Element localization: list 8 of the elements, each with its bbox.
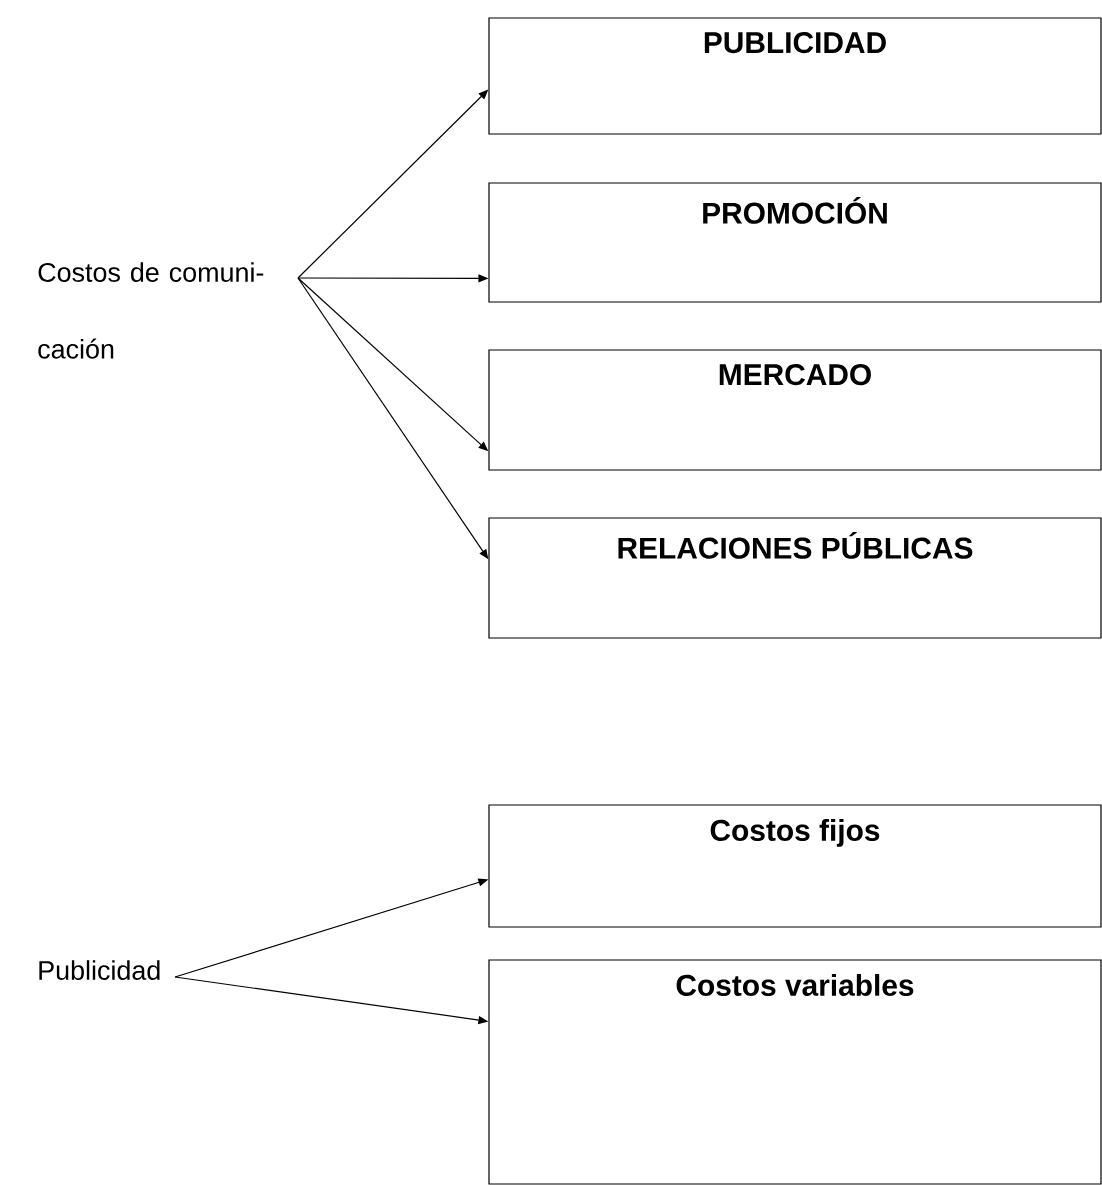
process-box: MERCADO (488, 349, 1102, 471)
process-box: Costos variables (488, 959, 1102, 1185)
process-box: PROMOCIÓN (488, 182, 1102, 303)
process-box: Costos fijos (488, 804, 1102, 928)
label-text: Costos de comuni- cación (38, 262, 264, 359)
process-box: PUBLICIDAD (488, 17, 1102, 135)
label-text: Publicidad (39, 960, 160, 980)
process-box: RELACIONES PÚBLICAS (488, 517, 1102, 639)
